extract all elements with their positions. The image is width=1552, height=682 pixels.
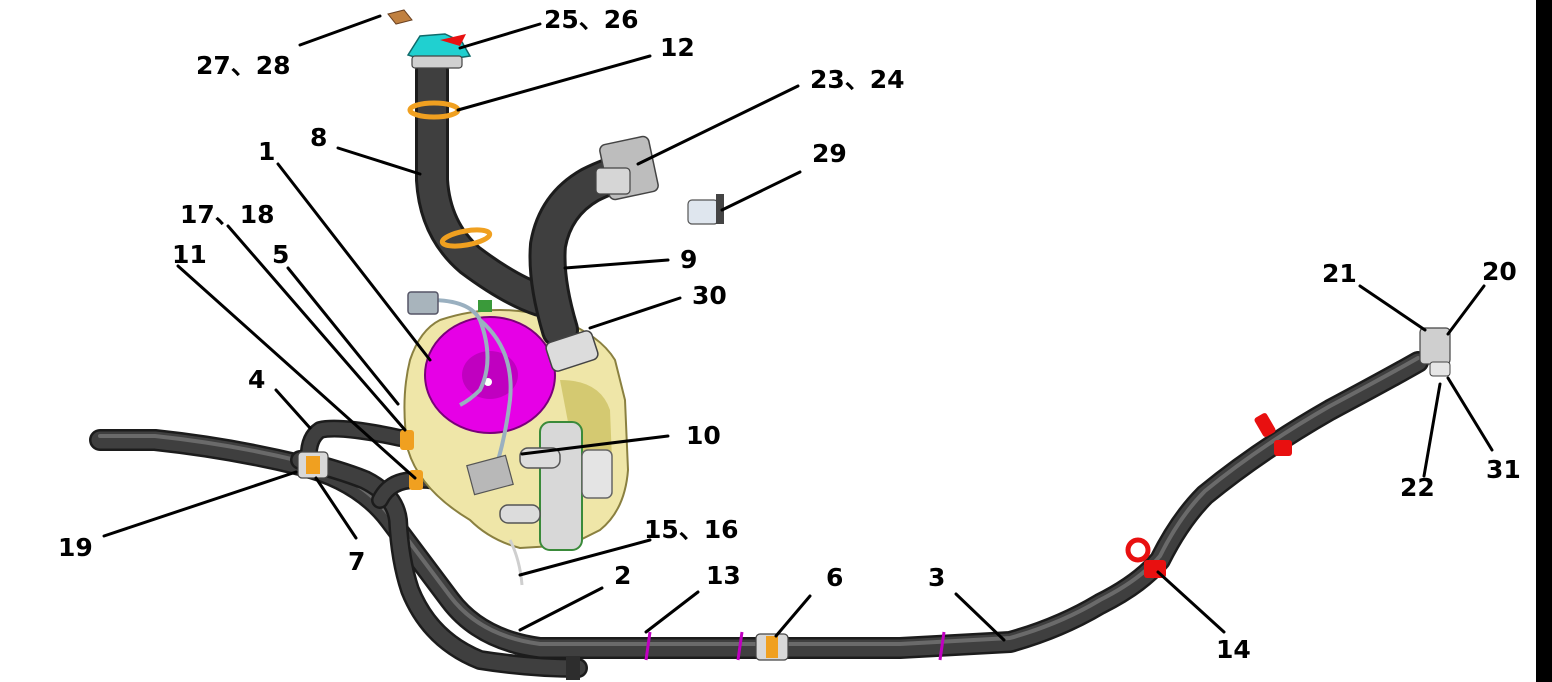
end-fitting-20-21 (1419, 327, 1451, 377)
clamp-7 (297, 451, 329, 479)
label-20: 20 (1482, 257, 1517, 286)
label-7: 7 (348, 547, 365, 576)
wire-harness (407, 291, 513, 471)
label-30: 30 (692, 281, 727, 310)
label-27-28: 27、28 (196, 51, 291, 80)
right-edge-bar (1536, 0, 1552, 682)
outlet-connectors (466, 447, 561, 524)
label-6: 6 (826, 563, 843, 592)
label-22: 22 (1400, 473, 1435, 502)
label-1: 1 (258, 137, 275, 166)
label-2: 2 (614, 561, 631, 590)
clamp-17-18 (400, 430, 414, 450)
label-5: 5 (272, 240, 289, 269)
hose-9-fitting (545, 330, 599, 372)
part-27-28-clip (387, 9, 413, 25)
hose-return-lower (290, 450, 588, 680)
label-11: 11 (172, 240, 207, 269)
label-25-26: 25、26 (544, 5, 639, 34)
label-29: 29 (812, 139, 847, 168)
drain-15-16 (508, 539, 524, 586)
leader-lines (102, 14, 1494, 642)
callouts: 27、28 25、26 12 23、24 8 1 29 17、18 11 5 9… (58, 5, 1521, 664)
clamp-6 (755, 633, 789, 661)
label-10: 10 (686, 421, 721, 450)
label-3: 3 (928, 563, 945, 592)
label-21: 21 (1322, 259, 1357, 288)
label-8: 8 (310, 123, 327, 152)
hose-main-lower (89, 351, 1429, 659)
label-23-24: 23、24 (810, 65, 905, 94)
markers-13 (644, 631, 946, 661)
label-13: 13 (706, 561, 741, 590)
label-12: 12 (660, 33, 695, 62)
label-15-16: 15、16 (644, 515, 739, 544)
label-4: 4 (248, 365, 265, 394)
label-17-18: 17、18 (180, 200, 275, 229)
blower-wheel (424, 316, 556, 434)
clamp-8-lower (439, 227, 493, 249)
label-19: 19 (58, 533, 93, 562)
part-25-26-cap (406, 33, 472, 69)
part-29-plug (687, 194, 724, 225)
part-23-24-connector (595, 135, 659, 201)
hose-8 (415, 53, 557, 317)
clip-red-upper (1254, 413, 1292, 456)
label-31: 31 (1486, 455, 1521, 484)
label-14: 14 (1216, 635, 1251, 664)
label-9: 9 (680, 245, 697, 274)
